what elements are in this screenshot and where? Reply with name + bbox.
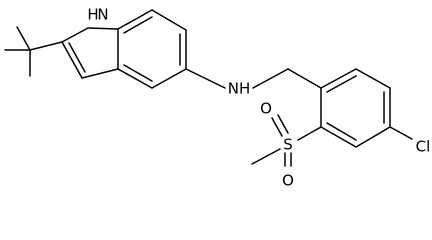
oxygen-bottom-label: O xyxy=(282,172,294,190)
indole-h-label: H xyxy=(87,6,98,24)
sulfur-to-methyl-bond xyxy=(251,148,281,165)
chlorobenzene-bond-1 xyxy=(320,68,357,89)
indole-n1-c7a-bond xyxy=(87,27,119,30)
chlorobenzene-bond-5 xyxy=(320,126,357,148)
chlorobenzene-bond-1-double xyxy=(326,75,357,93)
chlorobenzene-bond-2 xyxy=(355,68,391,89)
tbutyl-methyl-bond-top-left xyxy=(16,26,31,51)
chlorobenzene-bond-5-double xyxy=(326,122,357,141)
amine-to-ch2-bond xyxy=(252,68,289,89)
sulfur-oxygen-top-double xyxy=(277,114,289,134)
chlorobenzene-bond-4 xyxy=(355,126,391,148)
indole-c2-c3-bond xyxy=(61,41,83,79)
tbutyl-to-indole-bond xyxy=(29,41,63,51)
sulfur-oxygen-top-bond xyxy=(271,117,283,137)
indole-n-label: N xyxy=(97,6,108,24)
indole-benzene-bond-5-double xyxy=(123,64,153,82)
indole-benzene-bond-4 xyxy=(151,68,187,89)
indole-to-amine-bond xyxy=(185,68,226,89)
indole-benzene-bond-5 xyxy=(117,68,153,89)
indole-c3-c3a-bond xyxy=(81,68,119,79)
sulfur-label: S xyxy=(283,136,293,154)
chlorine-label: Cl xyxy=(416,138,431,156)
indole-benzene-bond-1 xyxy=(117,9,153,30)
indole-benzene-bond-2 xyxy=(151,9,187,31)
chlorine-bond xyxy=(389,126,413,140)
ch2-to-ring-bond xyxy=(287,68,322,89)
chemical-structure-diagram: H N NH S O O Cl xyxy=(4,6,431,190)
indole-c2-c3-double xyxy=(68,42,86,73)
indole-c2-n1-bond xyxy=(61,27,89,43)
molecule-canvas: H N NH S O O Cl xyxy=(4,6,431,190)
amine-nh-label: NH xyxy=(228,80,251,98)
indole-benzene-bond-1-double xyxy=(123,16,153,34)
oxygen-top-label: O xyxy=(260,100,272,118)
ring-to-sulfur-bond xyxy=(297,126,322,141)
